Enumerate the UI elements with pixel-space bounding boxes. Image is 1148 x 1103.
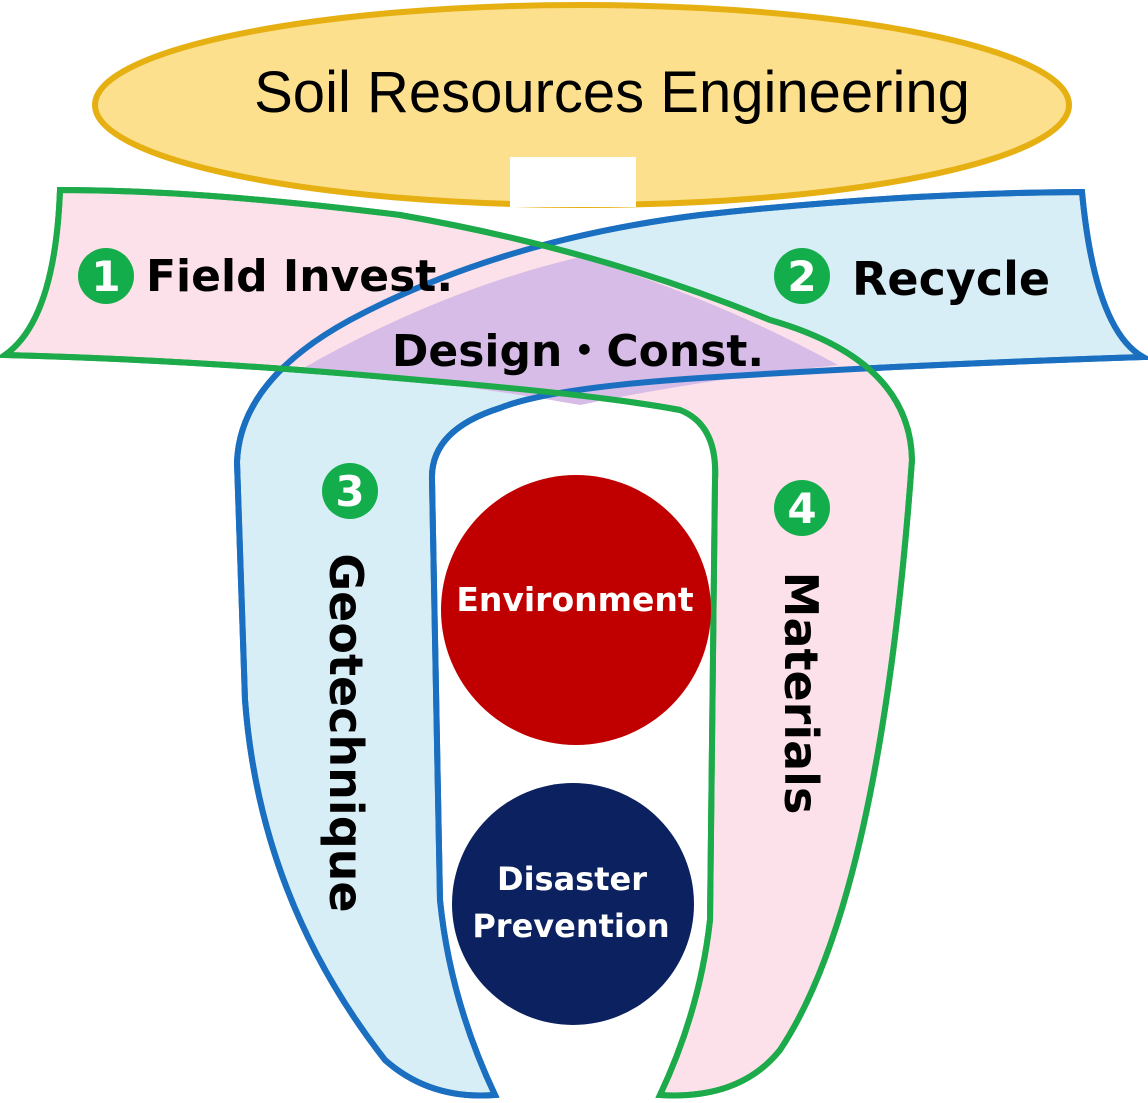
disaster-label-line1: Disaster xyxy=(497,860,647,898)
materials-label: Materials xyxy=(774,572,828,815)
branch-field-investigation: 1 Field Invest. xyxy=(78,248,453,304)
badge-3 xyxy=(322,463,378,519)
geotechnique-label: Geotechnique xyxy=(319,553,373,912)
badge-2-number: 2 xyxy=(787,252,816,301)
badge-3-number: 3 xyxy=(335,467,364,516)
disaster-prevention-circle xyxy=(452,783,694,1025)
badge-2 xyxy=(774,248,830,304)
badge-1-number: 1 xyxy=(91,252,120,301)
design-construction-label: Design・Const. xyxy=(392,326,764,377)
environment-node: Environment xyxy=(441,475,711,745)
branch-geotechnique: 3 Geotechnique xyxy=(319,463,378,913)
recycle-label: Recycle xyxy=(852,252,1050,306)
branch-recycle: 2 Recycle xyxy=(774,248,1050,306)
design-construction-overlap xyxy=(300,257,838,405)
title-connector xyxy=(510,157,636,207)
badge-4-number: 4 xyxy=(787,484,816,533)
disaster-prevention-node: Disaster Prevention xyxy=(452,783,694,1025)
diagram-title: Soil Resources Engineering xyxy=(254,60,970,125)
environment-label: Environment xyxy=(456,580,694,619)
badge-4 xyxy=(774,480,830,536)
disaster-label-line2: Prevention xyxy=(472,907,669,945)
badge-1 xyxy=(78,248,134,304)
branch-materials: 4 Materials xyxy=(774,480,830,814)
field-invest-label: Field Invest. xyxy=(146,251,453,302)
green-band-outline xyxy=(0,186,916,1099)
environment-circle xyxy=(441,475,711,745)
